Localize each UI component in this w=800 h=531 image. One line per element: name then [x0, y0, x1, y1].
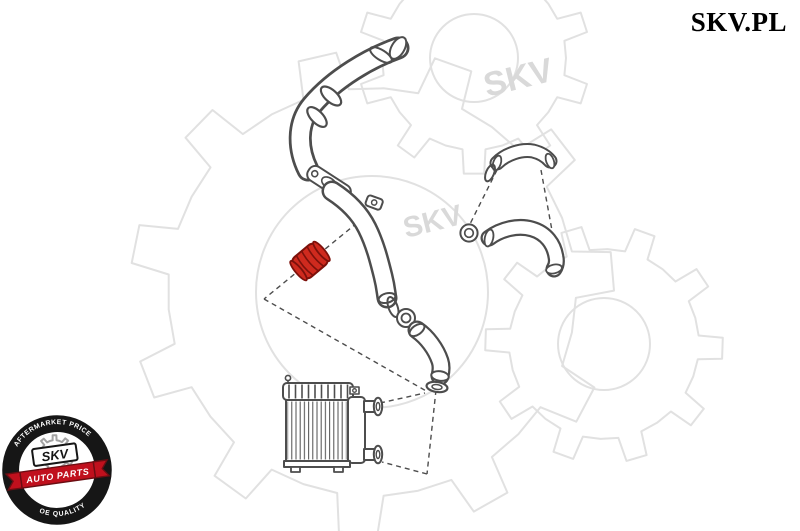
right-upper-pipe	[484, 143, 558, 183]
watermark-text: SKV	[400, 199, 466, 245]
outlet-port	[375, 449, 381, 460]
badge-name-plate	[31, 442, 79, 467]
watermark-text: SKV	[480, 51, 557, 105]
brand-badge: AFTERMARKET PRICE OE QUALITY SKV AUTO PA…	[2, 414, 112, 525]
gear-hub	[557, 297, 651, 391]
sleeve-rib	[300, 250, 320, 272]
pipe-bracket	[364, 194, 384, 211]
hose-open-end	[408, 322, 426, 338]
bracket-hole	[370, 199, 378, 206]
base-plate	[283, 460, 351, 468]
guide-line	[381, 461, 428, 475]
intercooler	[282, 374, 384, 473]
flange-ring-inner	[431, 383, 443, 391]
mount-stud	[284, 374, 292, 382]
mid-charge-pipe	[321, 180, 416, 328]
clamp-ring	[319, 85, 343, 107]
gear-hub	[429, 13, 519, 103]
guide-line	[426, 389, 437, 475]
top-boot-ribs	[285, 384, 351, 399]
core-fins	[287, 401, 347, 460]
brand-logo: SKV.PL	[691, 7, 787, 37]
inlet-port	[375, 401, 381, 412]
guide-line	[379, 392, 426, 404]
upper-charge-hose	[288, 36, 410, 182]
sleeve-rib	[295, 255, 314, 276]
highlighted-part-sleeve	[289, 240, 331, 282]
pipe-open-end	[544, 152, 556, 170]
guide-line	[263, 298, 429, 393]
mount-foot	[333, 466, 344, 473]
pipe-body	[324, 183, 395, 306]
mount-foot	[290, 466, 301, 473]
hose-body	[291, 39, 407, 179]
bracket-hole	[352, 388, 357, 393]
guide-line	[263, 222, 358, 300]
ribbon-body	[19, 461, 97, 489]
guide-line	[468, 169, 498, 227]
sleeve-body	[291, 242, 329, 280]
o-ring-inner	[463, 227, 475, 239]
guide-lines	[263, 169, 554, 475]
hose-open-end	[483, 228, 495, 248]
badge-name: SKV	[41, 446, 71, 465]
hose-kit-drawing	[282, 36, 565, 473]
seal-ring	[306, 105, 328, 129]
right-lower-hose	[459, 218, 565, 278]
sleeve-end	[312, 240, 331, 262]
lower-connector-hose	[407, 320, 451, 394]
hose-open-end	[430, 370, 450, 382]
badge-ribbon	[4, 459, 111, 491]
sleeve-end	[289, 260, 308, 282]
watermark-gears	[130, 0, 724, 531]
hose-open-end	[545, 263, 563, 275]
gear-icon	[484, 226, 724, 462]
sleeve-rib	[306, 246, 325, 267]
o-ring-inner	[400, 312, 412, 324]
end-tank	[347, 396, 366, 464]
hose-clamp	[369, 46, 393, 64]
bolt-hole	[310, 169, 319, 178]
hose-clamp	[484, 163, 496, 183]
guide-line	[540, 169, 554, 237]
